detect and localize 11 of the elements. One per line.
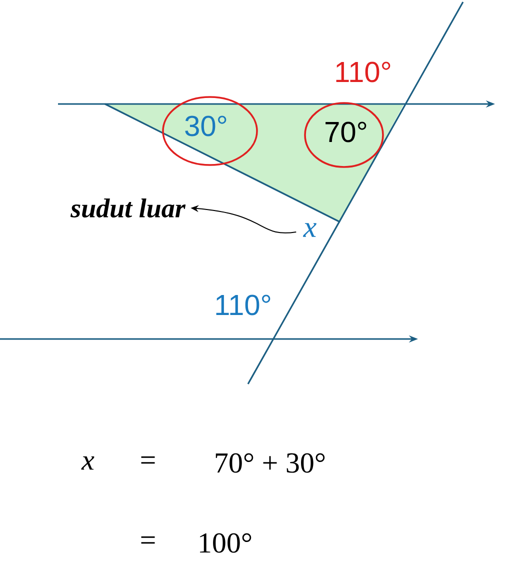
angle-variable: x	[302, 223, 316, 237]
angle-label: 110°	[336, 62, 390, 82]
equation-variable: x	[81, 456, 94, 470]
equation-text: 100°	[200, 533, 252, 553]
equals-sign: =	[141, 456, 155, 464]
angle-label: 30°	[185, 116, 226, 136]
equation-text: 70° + 30°	[216, 453, 325, 473]
angle-label: 70°	[326, 122, 366, 142]
annotation-text: sudut luar	[70, 198, 186, 218]
equals-sign: =	[141, 536, 155, 544]
angle-label: 110°	[216, 294, 270, 316]
